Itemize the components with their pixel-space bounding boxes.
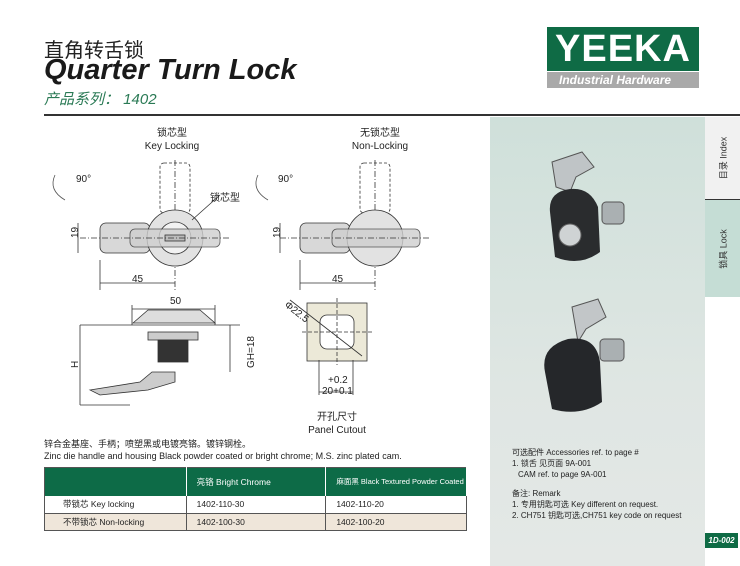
remark-line1: 1. 专用钥匙可选 Key different on request.: [512, 500, 659, 509]
callout-label: 锁芯型: [210, 191, 240, 204]
rotation-angle-2: 90°: [278, 174, 293, 185]
key-locking-top-view: [52, 160, 230, 290]
tolerance-1: +0.2: [328, 375, 348, 386]
non-locking-top-view: [255, 160, 430, 290]
logo-brand: YEEKA: [547, 27, 699, 71]
product-series: 产品系列： 1402: [44, 91, 157, 108]
title-chinese: 直角转舌锁: [44, 40, 144, 62]
dim-45: 45: [132, 274, 144, 285]
table-header: 麻面黑 Black Textured Powder Coated: [325, 467, 467, 496]
yeeka-logo: YEEKA Industrial Hardware: [547, 27, 699, 88]
dim-19-2: 19: [272, 226, 283, 238]
dim-h: H: [70, 361, 81, 368]
rotation-angle: 90°: [76, 174, 91, 185]
page-number: 1D-002: [705, 533, 738, 548]
page-title: Quarter Turn Lock: [44, 54, 297, 86]
dim-45-2: 45: [332, 274, 344, 285]
logo-tagline: Industrial Hardware: [547, 72, 699, 88]
tolerance-2: 20+0.1: [322, 386, 353, 397]
accessories-line1: 1. 锁舌 见页面 9A-001: [512, 459, 592, 468]
non-locking-photo: [544, 298, 625, 412]
table-row: 不带锁芯 Non-locking 1402-100-30 1402-100-20: [44, 513, 467, 531]
tab-lock[interactable]: 锁具 Lock: [705, 200, 740, 297]
table-header: [44, 467, 187, 496]
table-cell: 1402-110-30: [186, 495, 327, 514]
cutout-label-en: Panel Cutout: [308, 425, 366, 436]
table-cell: 1402-110-20: [325, 495, 467, 514]
key-locking-label-en: Key Locking: [145, 141, 199, 152]
table-header-row: 亮铬 Bright Chrome 麻面黑 Black Textured Powd…: [44, 467, 467, 496]
non-locking-label-cn: 无锁芯型: [360, 126, 400, 139]
remark-title: 备注: Remark: [512, 489, 561, 498]
technical-drawings: 锁芯型 Key Locking 无锁芯型 Non-Locking 90° 90°…: [52, 126, 430, 436]
cutout-label-cn: 开孔尺寸: [317, 410, 357, 423]
product-photos: [544, 151, 625, 412]
key-locking-label-cn: 锁芯型: [157, 126, 187, 139]
table-cell: 1402-100-20: [325, 513, 467, 531]
table-cell: 不带锁芯 Non-locking: [44, 513, 187, 531]
dim-gh: GH=18: [246, 336, 257, 368]
table-header: 亮铬 Bright Chrome: [186, 467, 327, 496]
side-view: [79, 305, 240, 406]
product-photo-panel: 可选配件 Accessories ref. to page # 1. 锁舌 见页…: [490, 117, 705, 566]
non-locking-label-en: Non-Locking: [352, 141, 408, 152]
panel-cutout-view: [289, 298, 372, 395]
dim-50: 50: [170, 296, 182, 307]
dim-diameter: Φ22.5: [282, 300, 311, 326]
accessories-title: 可选配件 Accessories ref. to page #: [512, 448, 639, 457]
description-en: Zinc die handle and housing Black powder…: [44, 451, 402, 461]
table-row: 带锁芯 Key locking 1402-110-30 1402-110-20: [44, 495, 467, 514]
accessories-line2: CAM ref. to page 9A-001: [518, 470, 607, 479]
remark-line2: 2. CH751 钥匙可选,CH751 key code on request: [512, 511, 682, 520]
description-cn: 锌合金基座、手柄；喷塑黑或电镀亮铬。镀锌钢栓。: [44, 439, 252, 449]
table-cell: 1402-100-30: [186, 513, 327, 531]
table-cell: 带锁芯 Key locking: [44, 495, 187, 514]
dim-19: 19: [70, 226, 81, 238]
part-number-table: 亮铬 Bright Chrome 麻面黑 Black Textured Powd…: [44, 467, 467, 531]
tab-index[interactable]: 目录 Index: [705, 117, 740, 200]
key-lock-photo: [549, 151, 625, 261]
header-divider: [44, 114, 740, 116]
